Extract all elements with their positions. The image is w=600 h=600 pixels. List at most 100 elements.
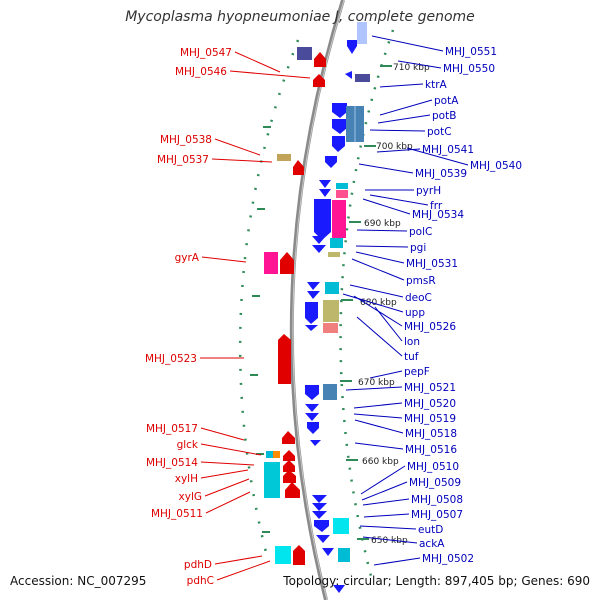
label-MHJ_0509: MHJ_0509: [409, 477, 461, 489]
gene-xylG: [283, 470, 296, 483]
gene-MHJ_0521: [323, 384, 337, 400]
gene-pdhC: [293, 545, 305, 565]
label-ktrA: ktrA: [425, 79, 448, 91]
gene-MHJ_0509: [312, 503, 327, 511]
gene-MHJ_0508: [312, 511, 327, 519]
label-pdhD: pdhD: [184, 559, 212, 571]
gene-xylH: [264, 462, 280, 498]
label-potA: potA: [434, 95, 459, 107]
label-frr: frr: [430, 200, 443, 212]
gene-pepF: [305, 385, 319, 400]
gene-MHJ_0511: [285, 482, 300, 498]
gene-MHJ_0534b: [336, 190, 348, 198]
gene-polC: [314, 199, 331, 240]
label-upp: upp: [405, 307, 425, 319]
gene-MHJ_0538: [277, 154, 291, 161]
gene-ktrA: [355, 74, 370, 82]
right-connectors: [342, 35, 469, 566]
gene-MHJ_0502: [322, 548, 334, 556]
gene-MHJ_0551-light: [357, 22, 367, 44]
gene-MHJ_0523: [278, 334, 291, 384]
gene-MHJ_0534: [336, 183, 348, 189]
gene-MHJ_0537: [293, 160, 304, 175]
kbp-label-690: 690 kbp: [364, 219, 401, 229]
label-xylG: xylG: [179, 491, 202, 503]
gene-MHJ_0531: [330, 238, 343, 248]
gene-MHJ_0518: [307, 422, 319, 434]
gene-MHJ_0517: [282, 431, 295, 444]
right-genes: [305, 22, 370, 593]
kbp-label-680: 680 kbp: [360, 298, 397, 308]
label-MHJ_0531: MHJ_0531: [406, 258, 458, 270]
gene-potA: [332, 103, 347, 118]
label-MHJ_0514: MHJ_0514: [146, 457, 198, 469]
label-MHJ_0519: MHJ_0519: [404, 413, 456, 425]
topology-text: Topology: circular; Length: 897,405 bp; …: [283, 574, 590, 588]
label-potB: potB: [432, 110, 456, 122]
gene-deoC-2: [307, 291, 320, 299]
label-potC: potC: [427, 126, 452, 138]
label-MHJ_0540: MHJ_0540: [470, 160, 522, 172]
kbp-label-710: 710 kbp: [393, 63, 430, 73]
label-MHJ_0511: MHJ_0511: [151, 508, 203, 520]
gene-MHJ_0507: [314, 520, 329, 532]
gene-MHJ_0510: [312, 495, 327, 503]
label-xylH: xylH: [175, 473, 198, 485]
gene-eutD: [333, 518, 349, 534]
gene-upp: [325, 282, 339, 294]
gene-potA-2: [332, 119, 347, 134]
gene-pdhD: [275, 546, 291, 564]
label-pepF: pepF: [404, 366, 430, 378]
gene-lon: [323, 300, 339, 322]
label-lon: lon: [404, 336, 420, 348]
label-MHJ_0526: MHJ_0526: [404, 321, 456, 333]
label-MHJ_0520: MHJ_0520: [404, 398, 456, 410]
label-tuf: tuf: [404, 351, 419, 363]
label-ackA: ackA: [419, 538, 445, 550]
label-MHJ_0523: MHJ_0523: [145, 353, 197, 365]
label-MHJ_0537: MHJ_0537: [157, 154, 209, 166]
gene-potB: [332, 136, 345, 152]
gene-gyrA-2: [280, 252, 294, 274]
label-gyrA: gyrA: [175, 252, 200, 264]
gene-glck: [266, 451, 273, 458]
label-MHJ_0510: MHJ_0510: [407, 461, 459, 473]
label-MHJ_0547: MHJ_0547: [180, 47, 232, 59]
gene-pyrH: [319, 180, 331, 188]
gene-MHJ_0502b: [338, 548, 350, 562]
gene-deoC: [307, 282, 320, 290]
label-MHJ_0538: MHJ_0538: [160, 134, 212, 146]
gene-MHJ_0541: [325, 156, 337, 168]
label-MHJ_0521: MHJ_0521: [404, 382, 456, 394]
kbp-labels: 710 kbp 700 kbp 690 kbp 680 kbp 670 kbp …: [358, 63, 430, 546]
left-connectors: [200, 51, 311, 581]
gene-MHJ_0551: [347, 40, 357, 54]
gene-MHJ_0514: [283, 450, 295, 461]
label-MHJ_0516: MHJ_0516: [405, 444, 457, 456]
label-pyrH: pyrH: [416, 185, 441, 197]
left-labels: MHJ_0547 MHJ_0546 MHJ_0538 MHJ_0537 gyrA…: [145, 47, 232, 587]
gene-MHJ_0546b: [313, 74, 325, 87]
gene-tuf-2: [305, 325, 318, 331]
label-MHJ_0546: MHJ_0546: [175, 66, 227, 78]
gene-pgi: [332, 200, 346, 238]
gene-bottom: [333, 585, 345, 593]
label-deoC: deoC: [405, 292, 432, 304]
label-MHJ_0507: MHJ_0507: [411, 509, 463, 521]
gene-MHJ_0516: [310, 440, 321, 446]
gene-MHJ_0550: [345, 71, 352, 79]
gene-tuf: [323, 323, 338, 333]
gene-gyrA: [264, 252, 278, 274]
accession-text: Accession: NC_007295: [10, 574, 147, 588]
label-MHJ_0550: MHJ_0550: [443, 63, 495, 75]
label-MHJ_0518: MHJ_0518: [405, 428, 457, 440]
inner-guide-dots: [238, 39, 300, 561]
label-pgi: pgi: [410, 242, 426, 254]
label-pmsR: pmsR: [406, 275, 436, 287]
label-pdhC: pdhC: [187, 575, 214, 587]
gene-pmsR-2: [312, 245, 326, 253]
label-MHJ_0508: MHJ_0508: [411, 494, 463, 506]
label-MHJ_0517: MHJ_0517: [146, 423, 198, 435]
gene-ackA: [316, 535, 330, 543]
